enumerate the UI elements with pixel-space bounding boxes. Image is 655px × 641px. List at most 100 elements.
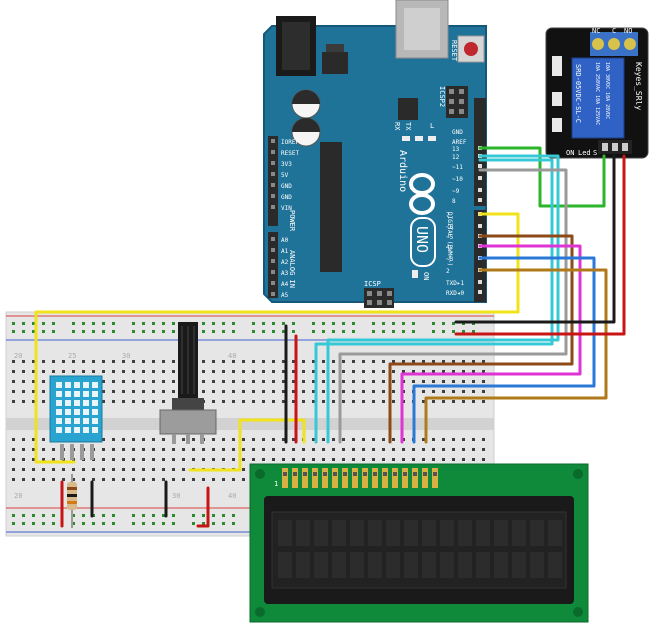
on-label: ON xyxy=(422,272,430,280)
gnd-label: GND xyxy=(452,129,463,136)
relay-transistor xyxy=(552,92,562,106)
power-header xyxy=(268,136,278,226)
reset-label: RESET xyxy=(450,40,458,62)
l-led xyxy=(428,136,436,141)
voltage-regulator xyxy=(322,52,348,74)
analog-pin-label: A0 xyxy=(281,237,289,244)
analog-header xyxy=(268,232,278,298)
icsp-header xyxy=(364,288,394,308)
power-pin-label: 3V3 xyxy=(281,161,292,168)
analog-pin-label: A3 xyxy=(281,270,289,277)
relay-rating-ac: 10A 250VAC 10A 125VAC xyxy=(594,62,600,125)
relay-resistor xyxy=(552,118,562,132)
terminal-label-no: NO xyxy=(624,27,632,35)
tx-label: TX xyxy=(404,122,412,131)
analog-pin-label: A5 xyxy=(281,292,289,299)
digital-pin-label: 4 xyxy=(446,244,450,251)
digital-pin-label: 13 xyxy=(452,146,460,153)
digital-pin-label: 2 xyxy=(446,268,450,275)
column-number: 20 xyxy=(14,492,22,500)
analog-pin-label: A1 xyxy=(281,248,289,255)
column-number: 20 xyxy=(14,352,22,360)
column-number: 30 xyxy=(172,492,180,500)
wire-green[interactable] xyxy=(478,146,606,208)
power-group-label: POWER xyxy=(288,210,296,232)
lcd-16x2: 1 xyxy=(249,463,589,623)
icsp-label: ICSP xyxy=(364,280,381,288)
power-pin-label: RESET xyxy=(281,150,299,157)
column-number: 25 xyxy=(68,352,76,360)
tx-led xyxy=(402,136,410,141)
rx-label: RX xyxy=(393,122,401,131)
wire-brown[interactable] xyxy=(388,234,574,444)
digital-pin-label: ~10 xyxy=(452,176,463,183)
digital-pin-label: ~11 xyxy=(452,164,463,171)
icsp2-label: ICSP2 xyxy=(438,86,446,107)
digital-pin-label: ~5 xyxy=(446,234,454,241)
wire-magenta[interactable] xyxy=(400,244,582,444)
icsp2-header xyxy=(446,86,468,118)
wire-red-relay-vcc[interactable] xyxy=(454,154,626,336)
power-pin-label: IOREF xyxy=(281,139,299,146)
arduino-uno-board: RESET ICSP2 TX RX L Arduino xyxy=(263,0,487,308)
digital-pin-label: ~9 xyxy=(452,188,460,195)
power-pin-label: 5V xyxy=(281,172,289,179)
power-pin-label: GND xyxy=(281,183,292,190)
relay-rating-dc: 10A 30VDC 10A 28VDC xyxy=(604,62,610,119)
aref-label: AREF xyxy=(452,139,467,146)
wires xyxy=(34,146,626,528)
wire-blue[interactable] xyxy=(412,256,596,444)
wire-cyan[interactable] xyxy=(326,154,560,444)
relay-brand-label: Keyes_SRly xyxy=(634,62,643,110)
analog-group-label: ANALOG IN xyxy=(288,250,296,288)
power-pin-label: GND xyxy=(281,194,292,201)
relay-part-number: SRD-05VDC-SL-C xyxy=(574,64,582,123)
terminal-screw-nc[interactable] xyxy=(592,38,604,50)
relay-cube xyxy=(571,57,625,139)
digital-group-label: DIGITAL (PWM=~) xyxy=(446,212,453,266)
terminal-screw-c[interactable] xyxy=(608,38,620,50)
column-number: 30 xyxy=(122,352,130,360)
arduino-infinity-logo xyxy=(409,173,435,215)
digital-pin-label: ~6 xyxy=(446,224,454,231)
usb-chip xyxy=(398,98,418,120)
wire-ochre[interactable] xyxy=(424,268,608,444)
uno-logo: UNO xyxy=(410,217,436,267)
relay-on-label: ON xyxy=(566,149,574,157)
on-led xyxy=(412,270,418,278)
digital-pin-label: 8 xyxy=(452,198,456,205)
relay-diode xyxy=(552,56,562,76)
digital-pin-label: 12 xyxy=(452,154,460,161)
terminal-screw-no[interactable] xyxy=(624,38,636,50)
l-label: L xyxy=(430,122,434,130)
digital-pin-label: ~3 xyxy=(446,256,454,263)
terminal-label-c: C xyxy=(612,27,616,35)
column-number: 40 xyxy=(228,492,236,500)
svg-text:UNO: UNO xyxy=(413,226,431,253)
wire-cyan-2[interactable] xyxy=(314,158,554,444)
wire-red-pot[interactable] xyxy=(196,486,210,528)
lcd-pin-one-label: 1 xyxy=(274,480,278,488)
potentiometer[interactable] xyxy=(159,322,217,444)
digital-pin-label: 7 xyxy=(446,212,450,219)
relay-led-label: Led xyxy=(578,149,591,157)
rx-led xyxy=(415,136,423,141)
wire-yellow[interactable] xyxy=(34,212,520,464)
column-number: 40 xyxy=(228,352,236,360)
reset-button-cap[interactable] xyxy=(464,42,478,56)
arduino-brand: Arduino xyxy=(397,150,408,192)
pullup-resistor xyxy=(67,474,77,528)
atmega-chip xyxy=(320,142,342,272)
analog-pin-label: A4 xyxy=(281,281,289,288)
terminal-label-nc: NC xyxy=(592,27,600,35)
digital-pin-label: TXD▸1 xyxy=(446,280,464,287)
relay-module: NC C NO SRD-05VDC-SL-C 10A 250VAC 10A 12… xyxy=(545,27,649,159)
wire-yellow-pot[interactable] xyxy=(188,418,306,472)
digital-pin-label: RXD◂0 xyxy=(446,290,464,297)
wire-gray[interactable] xyxy=(338,168,568,444)
wire-black-relay-gnd[interactable] xyxy=(454,154,616,324)
digital-header-high xyxy=(474,98,486,206)
analog-pin-label: A2 xyxy=(281,259,289,266)
power-pin-label: VIN xyxy=(281,205,292,212)
